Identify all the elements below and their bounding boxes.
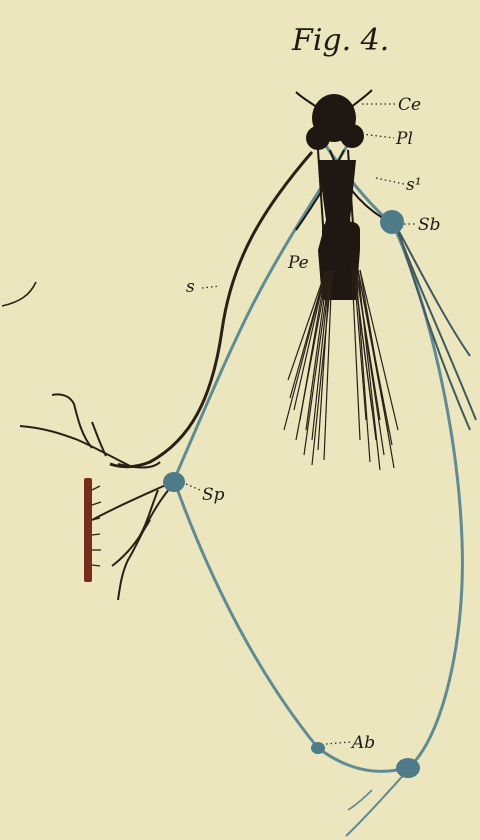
pedal-nerve-brush-right — [352, 270, 398, 470]
leader-ab — [326, 742, 350, 744]
nerve-s — [110, 152, 312, 467]
leader-pl — [362, 134, 394, 138]
label-pl: Pl — [395, 129, 413, 149]
label-ab: Ab — [350, 733, 375, 753]
label-s1: s¹ — [406, 175, 422, 195]
left-branch-nerves — [20, 394, 160, 467]
right-fiber-nerves — [396, 226, 476, 430]
sp-branch-nerves — [92, 484, 170, 600]
label-ce: Ce — [398, 95, 421, 115]
figure-title: Fig. 4. — [291, 23, 389, 58]
ganglion-ab — [396, 758, 420, 778]
label-pe: Pe — [287, 253, 309, 273]
cerebral-ganglion — [296, 90, 372, 150]
nerve-fragment — [2, 282, 36, 306]
leader-s — [202, 286, 220, 288]
ganglion-ab-small — [311, 742, 325, 754]
leader-s1 — [376, 178, 404, 184]
stained-stump — [84, 478, 92, 582]
ganglion-sb — [380, 210, 404, 234]
leader-sp — [186, 484, 200, 490]
label-s: s — [186, 277, 195, 297]
stump-hairs — [92, 486, 101, 566]
ganglion-sp — [163, 472, 185, 492]
label-sp: Sp — [202, 485, 225, 505]
label-sb: Sb — [418, 215, 441, 235]
